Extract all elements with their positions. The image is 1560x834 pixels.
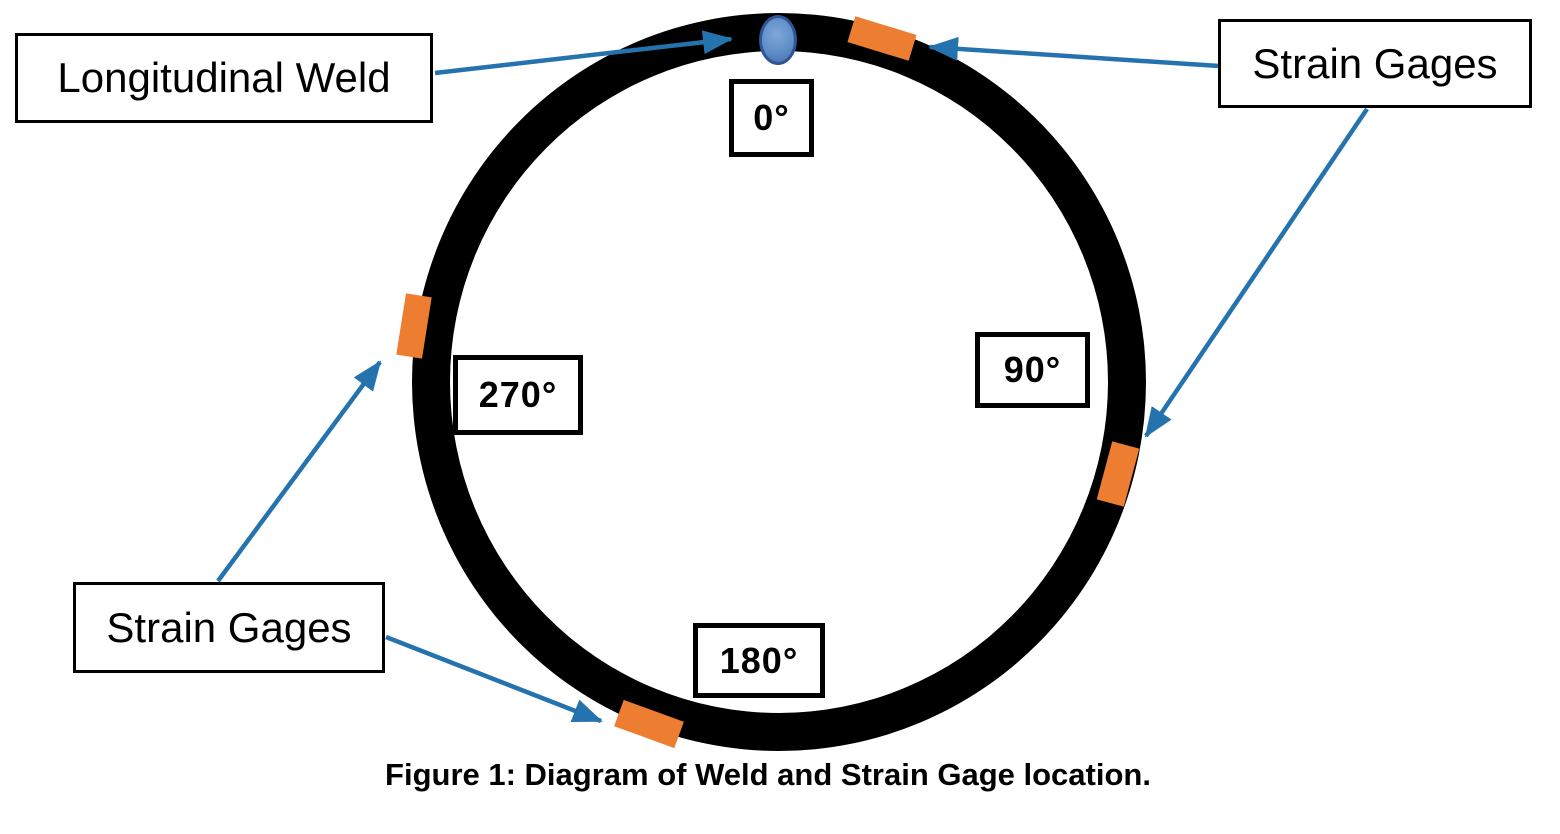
arrow-to-gage-left: [216, 360, 382, 583]
callout-longitudinal-weld-text: Longitudinal Weld: [57, 54, 391, 101]
angle-label-270: 270°: [453, 355, 583, 435]
angle-label-90: 90°: [975, 332, 1090, 408]
angle-label-0-text: 0°: [753, 97, 790, 138]
angle-label-180-text: 180°: [719, 639, 799, 681]
arrow-to-gage-bottom: [385, 634, 603, 724]
callout-strain-gages-bottom-left: Strain Gages: [73, 582, 385, 673]
arrow-to-gage-top-right: [928, 36, 1220, 69]
callout-strain-gages-top-right-text: Strain Gages: [1252, 39, 1498, 87]
callout-longitudinal-weld: Longitudinal Weld: [15, 33, 433, 123]
angle-label-270-text: 270°: [478, 374, 558, 415]
arrow-to-weld: [434, 30, 733, 76]
longitudinal-weld-icon: [759, 15, 797, 65]
figure-caption: Figure 1: Diagram of Weld and Strain Gag…: [385, 757, 1151, 792]
angle-label-90-text: 90°: [1003, 349, 1062, 390]
callout-strain-gages-top-right: Strain Gages: [1218, 19, 1532, 108]
angle-label-0: 0°: [729, 79, 814, 157]
callout-strain-gages-bottom-left-text: Strain Gages: [106, 603, 352, 651]
angle-label-180: 180°: [693, 623, 825, 698]
arrow-to-gage-right: [1144, 107, 1369, 438]
